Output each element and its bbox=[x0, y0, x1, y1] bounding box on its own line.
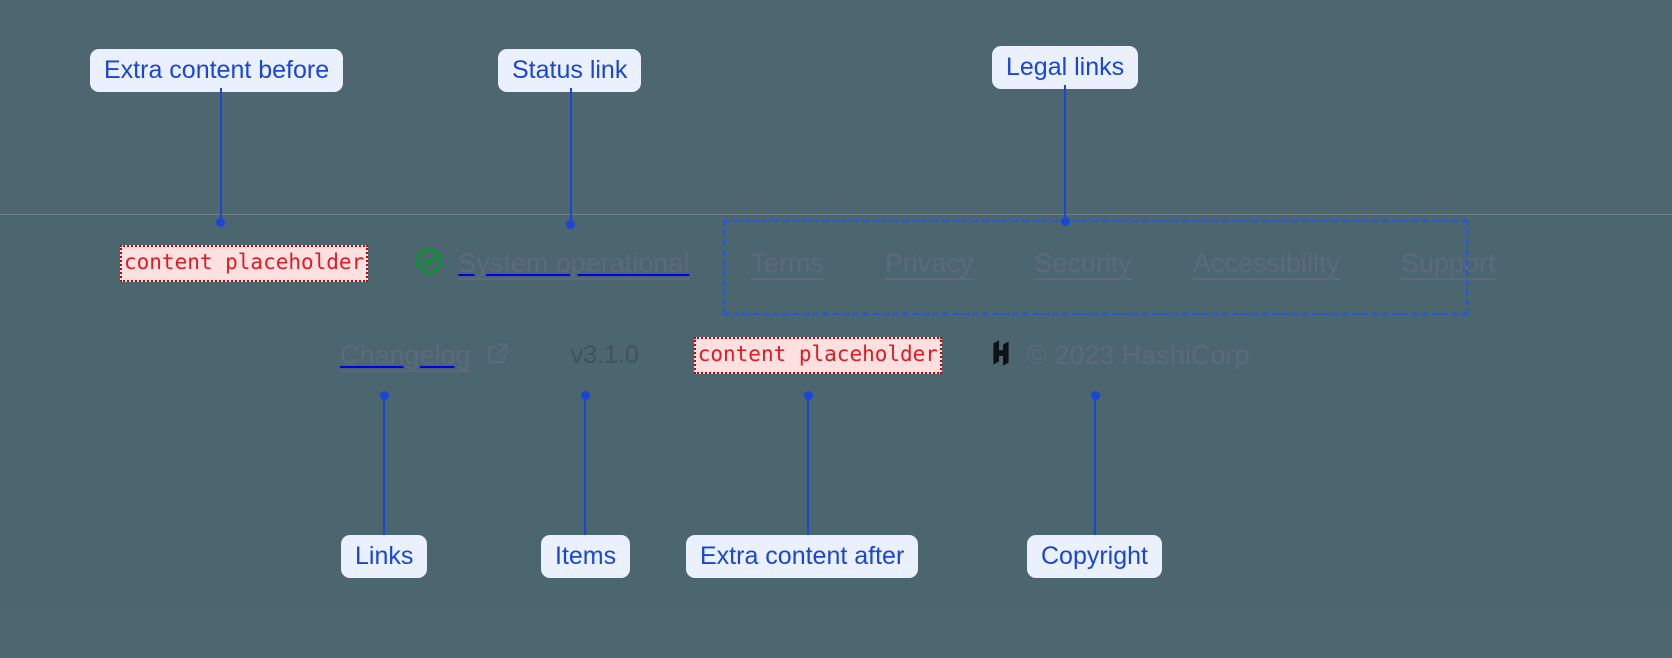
annotation-leader-status-link bbox=[570, 88, 572, 224]
changelog-link-label: Changelog bbox=[340, 340, 471, 370]
annotation-leader-items bbox=[584, 397, 586, 535]
annotation-leader-legal-links bbox=[1064, 85, 1066, 221]
status-link[interactable]: System operational bbox=[414, 246, 689, 281]
legal-link-privacy[interactable]: Privacy bbox=[884, 248, 974, 278]
annotation-anchor-links bbox=[380, 391, 389, 400]
footer-item-version: v3.1.0 bbox=[570, 341, 639, 369]
changelog-link[interactable]: Changelog bbox=[340, 340, 511, 371]
extra-content-after-placeholder: content placeholder bbox=[693, 337, 942, 374]
legal-link-security[interactable]: Security bbox=[1034, 248, 1132, 278]
hashicorp-logo-icon bbox=[987, 338, 1015, 373]
annotation-leader-copyright bbox=[1094, 397, 1096, 535]
annotation-anchor-extra-content-before bbox=[216, 218, 225, 227]
footer-bottom-row: Changelog v3.1.0 content placeholder © 2… bbox=[340, 337, 1249, 374]
circle-check-icon bbox=[414, 246, 444, 281]
annotation-chip-items: Items bbox=[541, 535, 631, 578]
annotation-chip-extra-content-after: Extra content after bbox=[686, 535, 919, 578]
annotation-chip-copyright: Copyright bbox=[1027, 535, 1162, 578]
legal-link-terms[interactable]: Terms bbox=[750, 248, 824, 278]
external-link-icon bbox=[485, 340, 511, 371]
annotation-leader-extra-content-after bbox=[807, 397, 809, 535]
copyright-label: © 2023 HashiCorp bbox=[1026, 340, 1250, 370]
legal-links-list: Terms Privacy Security Accessibility Sup… bbox=[734, 248, 1511, 279]
legal-links-highlight-box bbox=[723, 220, 1468, 315]
annotation-chip-links: Links bbox=[341, 535, 428, 578]
extra-content-before-placeholder: content placeholder bbox=[120, 245, 369, 282]
annotation-anchor-copyright bbox=[1091, 391, 1100, 400]
annotation-anchor-items bbox=[581, 391, 590, 400]
footer-top-row: content placeholder System operational T… bbox=[120, 245, 1512, 282]
legal-link-accessibility[interactable]: Accessibility bbox=[1192, 248, 1340, 278]
annotation-chip-status-link: Status link bbox=[498, 49, 642, 92]
status-link-label: System operational bbox=[458, 248, 690, 278]
annotation-chip-extra-content-before: Extra content before bbox=[90, 49, 344, 92]
annotation-chip-legal-links: Legal links bbox=[992, 46, 1139, 89]
annotation-anchor-status-link bbox=[566, 220, 575, 229]
annotation-anchor-extra-content-after bbox=[804, 391, 813, 400]
annotation-leader-links bbox=[383, 397, 385, 535]
legal-link-support[interactable]: Support bbox=[1400, 248, 1496, 278]
copyright-block: © 2023 HashiCorp bbox=[987, 338, 1250, 373]
annotation-anchor-legal-links bbox=[1061, 217, 1070, 226]
annotation-leader-extra-content-before bbox=[220, 88, 222, 222]
